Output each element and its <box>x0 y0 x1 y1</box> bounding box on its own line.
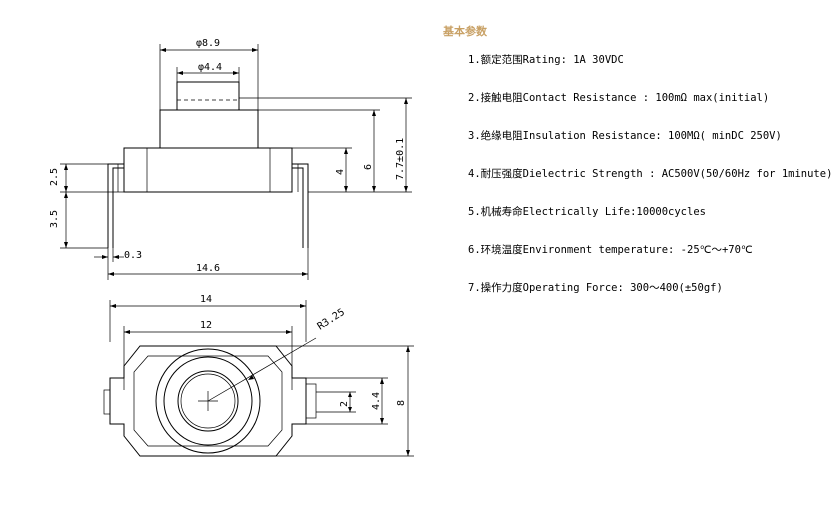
dim-radius: R3.25 <box>316 307 347 333</box>
spec-item-life: 5.机械寿命Electrically Life:10000cycles <box>468 206 706 218</box>
plunger-outline <box>176 81 240 111</box>
dim-4-4: 4.4 <box>371 392 382 410</box>
dim-pin-length: 3.5 <box>49 210 60 228</box>
side-view: φ8.9 φ4.4 2.5 3.5 4 6 7.7±0.1 0.3 <box>49 38 412 280</box>
right-pin <box>292 163 309 248</box>
spec-item-contact-resistance: 2.接触电阻Contact Resistance : 100mΩ max(ini… <box>468 92 770 104</box>
spec-item-dielectric-strength: 4.耐压强度Dielectric Strength : AC500V(50/60… <box>468 168 833 180</box>
spec-panel: 基本参数 1.额定范围Rating: 1A 30VDC 2.接触电阻Contac… <box>443 22 833 294</box>
body-outline <box>123 147 293 193</box>
dim-2: 2 <box>339 401 350 407</box>
spec-item-rating: 1.额定范围Rating: 1A 30VDC <box>468 54 624 66</box>
dim-6: 6 <box>363 164 374 170</box>
left-pin <box>107 163 124 248</box>
dim-body-height: 2.5 <box>49 168 60 186</box>
spec-item-temperature: 6.环境温度Environment temperature: -25℃～+70℃ <box>468 244 753 256</box>
dim-top-width: 14 <box>200 294 212 305</box>
spec-item-operating-force: 7.操作力度Operating Force: 300～400(±50gf) <box>468 282 723 294</box>
button-top <box>177 370 239 432</box>
outer-ring <box>155 348 261 454</box>
dim-inner-diameter: φ4.4 <box>198 62 222 73</box>
dim-8: 8 <box>396 400 407 406</box>
spec-item-insulation-resistance: 3.绝缘电阻Insulation Resistance: 100MΩ( minD… <box>468 130 782 142</box>
dim-pin-width: 0.3 <box>124 250 142 261</box>
dim-4: 4 <box>335 169 346 175</box>
dim-top-inner: 12 <box>200 320 212 331</box>
spec-title: 基本参数 <box>443 25 487 38</box>
dim-7-7: 7.7±0.1 <box>395 138 406 180</box>
top-view: 14 12 R3.25 2 <box>103 294 414 457</box>
dim-outer-diameter: φ8.9 <box>196 38 220 49</box>
dim-total-width: 14.6 <box>196 263 220 274</box>
cap-outline <box>159 109 259 149</box>
